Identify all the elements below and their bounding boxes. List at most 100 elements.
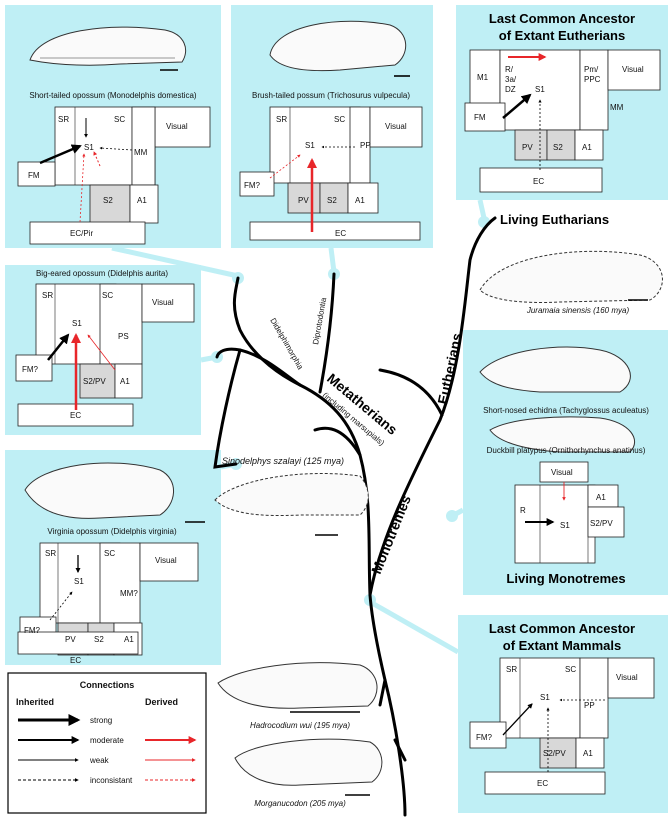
juramaia-skull-illustration: [479, 250, 663, 303]
svg-text:SC: SC: [565, 665, 576, 674]
monodelphis-cortex-map: SR SC S1 MM Visual FM S2 A1 EC/Pir: [17, 106, 211, 245]
svg-text:M1: M1: [477, 73, 489, 82]
svg-text:A1: A1: [596, 493, 606, 502]
svg-text:S2/PV: S2/PV: [590, 519, 613, 528]
svg-text:EC: EC: [533, 177, 544, 186]
svg-text:MM: MM: [610, 103, 624, 112]
svg-text:FM?: FM?: [24, 626, 41, 635]
trichosurus-skull-illustration: [269, 20, 410, 77]
didelphis-aurita-caption: Big-eared opossum (Didelphis aurita): [36, 269, 168, 278]
svg-text:S2/PV: S2/PV: [543, 749, 566, 758]
echidna-skull-illustration: [479, 346, 631, 393]
svg-text:PV: PV: [522, 143, 533, 152]
mammal-lca-title-line2: of Extant Mammals: [503, 638, 621, 653]
svg-text:S1: S1: [535, 85, 545, 94]
legend-row-weak: weak: [89, 756, 110, 765]
svg-text:R/: R/: [505, 65, 514, 74]
svg-text:R: R: [520, 506, 526, 515]
svg-text:FM?: FM?: [22, 365, 39, 374]
svg-text:3a/: 3a/: [505, 75, 517, 84]
svg-text:S1: S1: [74, 577, 84, 586]
svg-text:SC: SC: [102, 291, 113, 300]
mammal-lca-title-line1: Last Common Ancestor: [489, 621, 635, 636]
svg-text:SR: SR: [45, 549, 56, 558]
svg-text:A1: A1: [124, 635, 134, 644]
svg-text:PV: PV: [65, 635, 76, 644]
svg-text:MM?: MM?: [120, 589, 138, 598]
svg-text:Visual: Visual: [616, 673, 638, 682]
didelphis-aurita-cortex-map: SR SC S1 PS Visual FM? S2/PV A1 EC: [15, 283, 195, 427]
svg-text:SR: SR: [276, 115, 287, 124]
svg-text:PS: PS: [118, 332, 129, 341]
eutherian-lca-title-line2: of Extant Eutherians: [499, 28, 625, 43]
svg-text:EC: EC: [70, 411, 81, 420]
living-eutherians-label: Living Eutharians: [500, 212, 609, 227]
echidna-caption: Short-nosed echidna (Tachyglossus aculea…: [483, 406, 649, 415]
svg-text:FM?: FM?: [244, 181, 261, 190]
monodelphis-caption: Short-tailed opossum (Monodelphis domest…: [29, 91, 197, 100]
svg-text:Visual: Visual: [385, 122, 407, 131]
mammal-lca-cortex-map: SR SC S1 PP Visual FM? S2/PV A1 EC: [469, 657, 655, 795]
eutherian-lca-title-line1: Last Common Ancestor: [489, 11, 635, 26]
svg-text:A1: A1: [582, 143, 592, 152]
svg-text:SR: SR: [58, 115, 69, 124]
monodelphis-skull-illustration: [29, 26, 187, 71]
svg-text:S1: S1: [560, 521, 570, 530]
svg-text:SC: SC: [114, 115, 125, 124]
svg-text:A1: A1: [355, 196, 365, 205]
svg-text:A1: A1: [583, 749, 593, 758]
platypus-caption: Duckbill platypus (Ornithorhynchus anati…: [487, 446, 646, 455]
morganucodon-caption: Morganucodon (205 mya): [254, 799, 346, 808]
tree-trunk: [368, 593, 407, 817]
didelphis-virginia-cortex-map: SR SC S1 MM? Visual FM? PV S2 A1 EC: [17, 542, 199, 665]
svg-text:S1: S1: [72, 319, 82, 328]
svg-text:Visual: Visual: [155, 556, 177, 565]
hadrocodium-caption: Hadrocodium wui (195 mya): [250, 721, 350, 730]
svg-text:S2: S2: [553, 143, 563, 152]
svg-text:EC: EC: [537, 779, 548, 788]
trichosurus-cortex-map: SR SC S1 PP Visual FM? PV S2 A1 EC: [239, 106, 423, 241]
didelphimorphia-label: Didelphimorphia: [268, 317, 305, 372]
hadrocodium-skull-illustration: [217, 662, 378, 713]
sinodelphys-caption: Sinodelphys szalayi (125 mya): [222, 456, 344, 466]
svg-text:SR: SR: [42, 291, 53, 300]
svg-text:FM: FM: [28, 171, 40, 180]
svg-text:Visual: Visual: [166, 122, 188, 131]
svg-text:SC: SC: [104, 549, 115, 558]
monotremes-label: Monotremes: [368, 493, 414, 576]
svg-text:EC/Pir: EC/Pir: [70, 229, 93, 238]
svg-text:A1: A1: [120, 377, 130, 386]
svg-text:A1: A1: [137, 196, 147, 205]
monotremes-title: Living Monotremes: [506, 571, 625, 586]
svg-text:S2: S2: [94, 635, 104, 644]
svg-text:MM: MM: [134, 148, 148, 157]
morganucodon-skull-illustration: [234, 738, 383, 796]
svg-text:S2/PV: S2/PV: [83, 377, 106, 386]
svg-text:S2: S2: [327, 196, 337, 205]
diprotodontia-label: Diprotodontia: [311, 296, 328, 345]
svg-text:Visual: Visual: [551, 468, 573, 477]
svg-text:PPC: PPC: [584, 75, 601, 84]
juramaia-caption: Juramaia sinensis (160 mya): [526, 306, 630, 315]
svg-text:Pm/: Pm/: [584, 65, 599, 74]
legend-row-moderate: moderate: [90, 736, 124, 745]
svg-text:SC: SC: [334, 115, 345, 124]
svg-text:PV: PV: [298, 196, 309, 205]
eutherian-lca-cortex-map: M1 R/ 3a/ DZ S1 Pm/ PPC MM Visual FM PV …: [464, 49, 661, 193]
didelphis-virginia-caption: Virginia opossum (Didelphis virginia): [47, 527, 177, 536]
svg-text:FM: FM: [474, 113, 486, 122]
platypus-skull-illustration: [489, 416, 636, 453]
legend-inherited-header: Inherited: [16, 697, 54, 707]
svg-text:EC: EC: [335, 229, 346, 238]
legend-row-strong: strong: [90, 716, 112, 725]
eutherians-label: Eutherians: [434, 331, 465, 405]
svg-text:S2: S2: [103, 196, 113, 205]
svg-text:PP: PP: [584, 701, 595, 710]
svg-text:FM?: FM?: [476, 733, 493, 742]
svg-text:S1: S1: [305, 141, 315, 150]
monotreme-cortex-map: Visual R S1 A1 S2/PV: [514, 461, 625, 564]
svg-text:Visual: Visual: [152, 298, 174, 307]
didelphis-virginia-skull-illustration: [24, 462, 205, 523]
legend-derived-header: Derived: [145, 697, 178, 707]
